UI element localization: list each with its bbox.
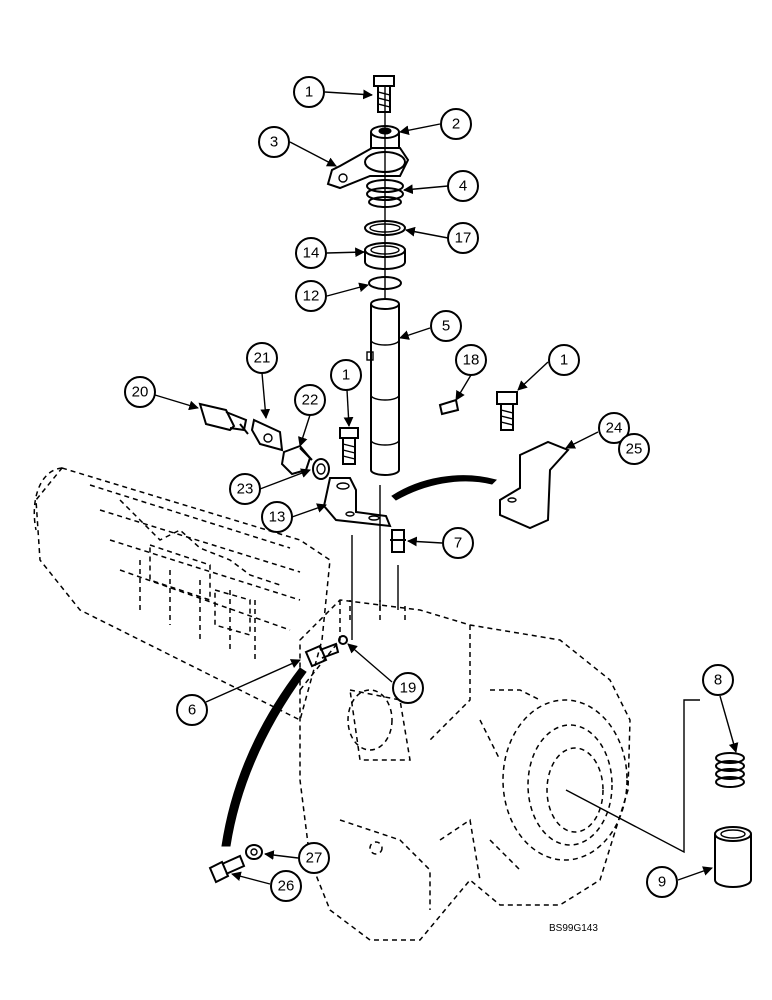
svg-text:18: 18 xyxy=(463,352,480,369)
cover-24 xyxy=(499,440,570,530)
svg-text:20: 20 xyxy=(132,384,149,401)
callout-26: 26 xyxy=(270,870,302,902)
washer-27 xyxy=(245,844,263,860)
callout-5: 5 xyxy=(430,310,462,342)
washer-23 xyxy=(312,458,330,480)
callout-13: 13 xyxy=(261,501,293,533)
switch-20 xyxy=(198,402,249,435)
svg-text:5: 5 xyxy=(442,318,450,335)
svg-text:1: 1 xyxy=(342,367,350,384)
fitting-7 xyxy=(390,529,406,553)
callout-7: 7 xyxy=(442,527,474,559)
svg-text:24: 24 xyxy=(606,420,623,437)
svg-text:12: 12 xyxy=(303,288,320,305)
svg-text:14: 14 xyxy=(303,245,320,262)
bracket-plate-21 xyxy=(250,418,284,452)
bolt-top xyxy=(373,75,395,113)
bushing-14 xyxy=(364,242,406,270)
leader-lines xyxy=(154,89,739,885)
bolt-6 xyxy=(304,642,340,668)
callout-4: 4 xyxy=(447,170,479,202)
callout-24: 24 xyxy=(598,412,630,444)
callout-1-right: 1 xyxy=(548,344,580,376)
svg-text:27: 27 xyxy=(306,850,323,867)
callout-8: 8 xyxy=(702,664,734,696)
svg-text:26: 26 xyxy=(278,878,295,895)
fitting-22 xyxy=(280,444,313,476)
callout-27: 27 xyxy=(298,842,330,874)
svg-text:23: 23 xyxy=(237,481,254,498)
shaft-5 xyxy=(366,298,400,476)
callout-9: 9 xyxy=(646,866,678,898)
callout-19: 19 xyxy=(392,672,424,704)
svg-text:25: 25 xyxy=(626,441,643,458)
svg-text:6: 6 xyxy=(188,702,196,719)
callout-1: 1 xyxy=(293,76,325,108)
spring-8 xyxy=(715,752,745,788)
bolt-right xyxy=(496,391,518,431)
svg-text:1: 1 xyxy=(305,84,313,101)
shift-lever xyxy=(326,125,410,190)
callout-21: 21 xyxy=(246,342,278,374)
alignment-lines xyxy=(351,85,399,640)
callout-18: 18 xyxy=(455,344,487,376)
o-ring-19 xyxy=(338,635,348,645)
callout-6: 6 xyxy=(176,694,208,726)
svg-text:19: 19 xyxy=(400,680,417,697)
svg-text:17: 17 xyxy=(455,230,472,247)
svg-text:7: 7 xyxy=(454,535,462,552)
callout-22: 22 xyxy=(294,384,326,416)
callouts: 1 2 3 4 17 14 12 5 18 1 1 21 20 22 24 25… xyxy=(124,76,734,902)
callout-12: 12 xyxy=(295,280,327,312)
callout-25: 25 xyxy=(618,433,650,465)
washer-17 xyxy=(364,220,406,236)
svg-text:2: 2 xyxy=(452,116,460,133)
sleeve-leader-line xyxy=(565,699,700,854)
svg-text:8: 8 xyxy=(714,672,722,689)
bolt-26 xyxy=(208,854,246,884)
callout-14: 14 xyxy=(295,237,327,269)
callout-23: 23 xyxy=(229,473,261,505)
spring-4 xyxy=(366,179,404,208)
svg-text:13: 13 xyxy=(269,509,286,526)
svg-text:21: 21 xyxy=(254,350,271,367)
callout-20: 20 xyxy=(124,376,156,408)
plug-18 xyxy=(438,398,460,416)
callout-1-middle: 1 xyxy=(330,359,362,391)
callout-3: 3 xyxy=(258,126,290,158)
transmission-housing-outline xyxy=(33,467,631,941)
o-ring-12 xyxy=(368,276,402,290)
bolt-middle xyxy=(339,427,359,465)
bracket-13 xyxy=(322,477,392,528)
callout-17: 17 xyxy=(447,222,479,254)
svg-text:3: 3 xyxy=(270,134,278,151)
svg-text:9: 9 xyxy=(658,874,666,891)
svg-text:4: 4 xyxy=(459,178,467,195)
sleeve-9 xyxy=(714,826,752,888)
figure-code: BS99G143 xyxy=(549,923,598,934)
svg-text:1: 1 xyxy=(560,352,568,369)
svg-text:22: 22 xyxy=(302,392,319,409)
callout-2: 2 xyxy=(440,108,472,140)
